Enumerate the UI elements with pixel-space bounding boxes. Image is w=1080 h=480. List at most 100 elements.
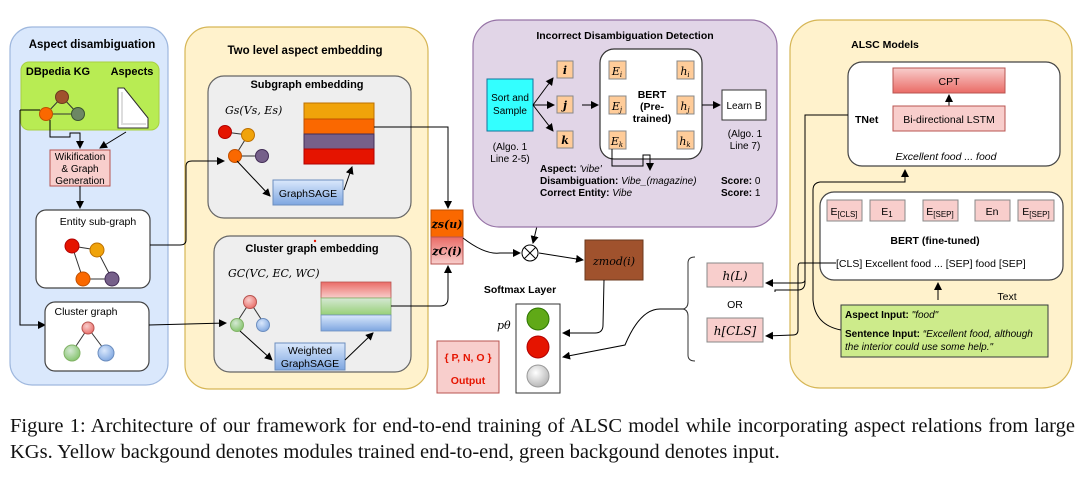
- input-box: Aspect Input: "food" Sentence Input: “Ex…: [840, 304, 1049, 358]
- learn-note-line-2: Line 7): [730, 141, 761, 152]
- document-icon: [117, 87, 149, 129]
- aspect-disambiguation-panel: Aspect disambiguation DBpedia KG Aspects: [9, 26, 169, 386]
- softmax-title: Softmax Layer: [484, 284, 556, 296]
- entity-subgraph-label: Entity sub-graph: [60, 216, 137, 228]
- sort-sample-line-2: Sample: [493, 106, 527, 117]
- alsc-models-panel: ALSC Models TNet CPT Bi-directional LSTM…: [789, 19, 1073, 389]
- bilstm-box: Bi-directional LSTM: [892, 105, 1006, 132]
- weighted-graphsage-box: Weighted GraphSAGE: [274, 342, 346, 371]
- zmod-label: zmod(i): [592, 255, 635, 268]
- hidden-hk: hk: [679, 135, 690, 149]
- softmax-layer: [515, 303, 561, 394]
- entity-graph-icon: [64, 238, 120, 287]
- score-zero: Score: 0: [721, 176, 761, 187]
- alsc-models-title: ALSC Models: [851, 39, 919, 51]
- embedding-ej: Ej: [611, 100, 623, 114]
- text-label: Text: [997, 291, 1016, 303]
- learn-note-line-1: (Algo. 1: [728, 129, 763, 140]
- token-e-cls: E[CLS]: [830, 206, 857, 219]
- token-i: i: [563, 64, 567, 77]
- graphsage-label: GraphSAGE: [279, 188, 337, 200]
- figure-caption: Figure 1: Architecture of our framework …: [10, 415, 1075, 463]
- sort-sample-line-1: Sort and: [491, 93, 529, 104]
- aspect-disambiguation-title: Aspect disambiguation: [29, 39, 156, 51]
- token-j: j: [561, 99, 567, 112]
- tnet-box: TNet CPT Bi-directional LSTM Excellent f…: [847, 61, 1061, 167]
- wikification-line-1: Wikification: [55, 152, 106, 163]
- incorrect-disambiguation-title: Incorrect Disambiguation Detection: [536, 30, 713, 42]
- token-boxes: i j k: [556, 60, 574, 149]
- token-e-1: E1: [881, 206, 893, 219]
- kg-input-box: DBpedia KG Aspects: [20, 61, 160, 131]
- cluster-graph-icon: [63, 321, 115, 362]
- bert-line-2: (Pre-: [640, 101, 664, 113]
- embedding-ei: Ei: [611, 65, 622, 79]
- cluster-formula: GC(VC, EC, WC): [228, 267, 320, 280]
- output-label: Output: [451, 375, 486, 387]
- or-label: OR: [727, 299, 743, 311]
- output-set-label: { P, N, O }: [444, 352, 491, 364]
- negative-output-light: [526, 335, 550, 359]
- zc-label: zC(i): [431, 245, 462, 258]
- cluster-graph-label: Cluster graph: [54, 306, 117, 318]
- embedding-ek: Ek: [610, 135, 623, 149]
- aspects-label: Aspects: [111, 66, 154, 78]
- two-level-embedding-title: Two level aspect embedding: [227, 45, 382, 57]
- sentence-input-cont: the interior could use some help.": [845, 342, 994, 353]
- correct-entity-example: Correct Entity: Vibe: [540, 188, 633, 199]
- h-l-label: h(L): [722, 269, 747, 283]
- sentence-input: Sentence Input: “Excellent food, althoug…: [845, 329, 1033, 340]
- learn-b-box: Learn B: [721, 89, 767, 121]
- wikification-line-3: Generation: [55, 176, 104, 187]
- cluster-embedding-matrix: [320, 281, 392, 332]
- cluster-embed-graph-icon: [230, 295, 270, 332]
- output-box: { P, N, O } Output: [436, 340, 500, 394]
- token-k: k: [561, 134, 569, 147]
- cpt-box: CPT: [892, 67, 1006, 94]
- sort-sample-box: Sort and Sample: [486, 78, 534, 132]
- bert-input-text: [CLS] Excellent food ... [SEP] food [SEP…: [836, 258, 1026, 270]
- bert-finetuned-box: E[CLS] E1 E[SEP] En E[SEP] BERT (fine-tu…: [819, 191, 1064, 281]
- graphsage-box: GraphSAGE: [272, 179, 344, 206]
- token-e-sep-2: E[SEP]: [1022, 206, 1049, 219]
- h-l-box: h(L): [706, 262, 764, 288]
- wikification-box: Wikification & Graph Generation: [49, 149, 111, 187]
- two-level-embedding-panel: Two level aspect embedding Subgraph embe…: [184, 26, 429, 390]
- subgraph-embedding-title: Subgraph embedding: [250, 79, 363, 91]
- entity-subgraph-box: Entity sub-graph: [35, 209, 151, 289]
- hidden-hi: hi: [680, 65, 689, 79]
- zmod-box: zmod(i): [584, 239, 644, 281]
- token-e-n: En: [986, 206, 999, 218]
- h-cls-label: h[CLS]: [714, 324, 757, 338]
- tnet-label: TNet: [855, 114, 879, 126]
- kg-graph-icon: [39, 90, 85, 121]
- positive-output-light: [526, 307, 550, 331]
- learn-b-label: Learn B: [726, 101, 761, 112]
- bert-line-1: BERT: [638, 89, 667, 101]
- architecture-diagram: Aspect disambiguation DBpedia KG Aspects: [9, 19, 1073, 394]
- score-one: Score: 1: [721, 188, 761, 199]
- bert-finetuned-title: BERT (fine-tuned): [890, 235, 979, 247]
- bilstm-label: Bi-directional LSTM: [903, 114, 995, 126]
- cluster-embedding-title: Cluster graph embedding: [245, 243, 378, 255]
- neutral-output-light: [526, 364, 550, 388]
- product-operator: [521, 244, 539, 262]
- cpt-label: CPT: [939, 76, 961, 88]
- wikification-line-2: & Graph: [61, 164, 98, 175]
- p-theta-label: pθ: [497, 319, 511, 332]
- subgraph-embedding-box: Subgraph embedding Gs(Vs, Es) GraphSAGE: [207, 75, 412, 219]
- hidden-hj: hj: [680, 100, 690, 114]
- subgraph-embedding-matrix: [303, 102, 375, 165]
- aspect-input: Aspect Input: "food": [845, 310, 939, 321]
- bert-token-row: E[CLS] E1 E[SEP] En E[SEP]: [826, 199, 1055, 222]
- aspect-example: Aspect: 'vibe': [540, 164, 603, 175]
- h-cls-box: h[CLS]: [706, 317, 764, 343]
- zs-label: zs(u): [431, 218, 463, 231]
- bert-pretrained-box: BERT (Pre- trained) Ei Ej Ek hi hj hk: [599, 48, 703, 160]
- cluster-graph-box: Cluster graph: [44, 301, 150, 372]
- brace: [682, 256, 696, 362]
- bert-line-3: trained): [633, 113, 672, 125]
- disambiguation-example: Disambiguation: Vibe_(magazine): [540, 176, 697, 187]
- tnet-input-text: Excellent food ... food: [896, 151, 998, 163]
- subgraph-formula: Gs(Vs, Es): [225, 104, 282, 117]
